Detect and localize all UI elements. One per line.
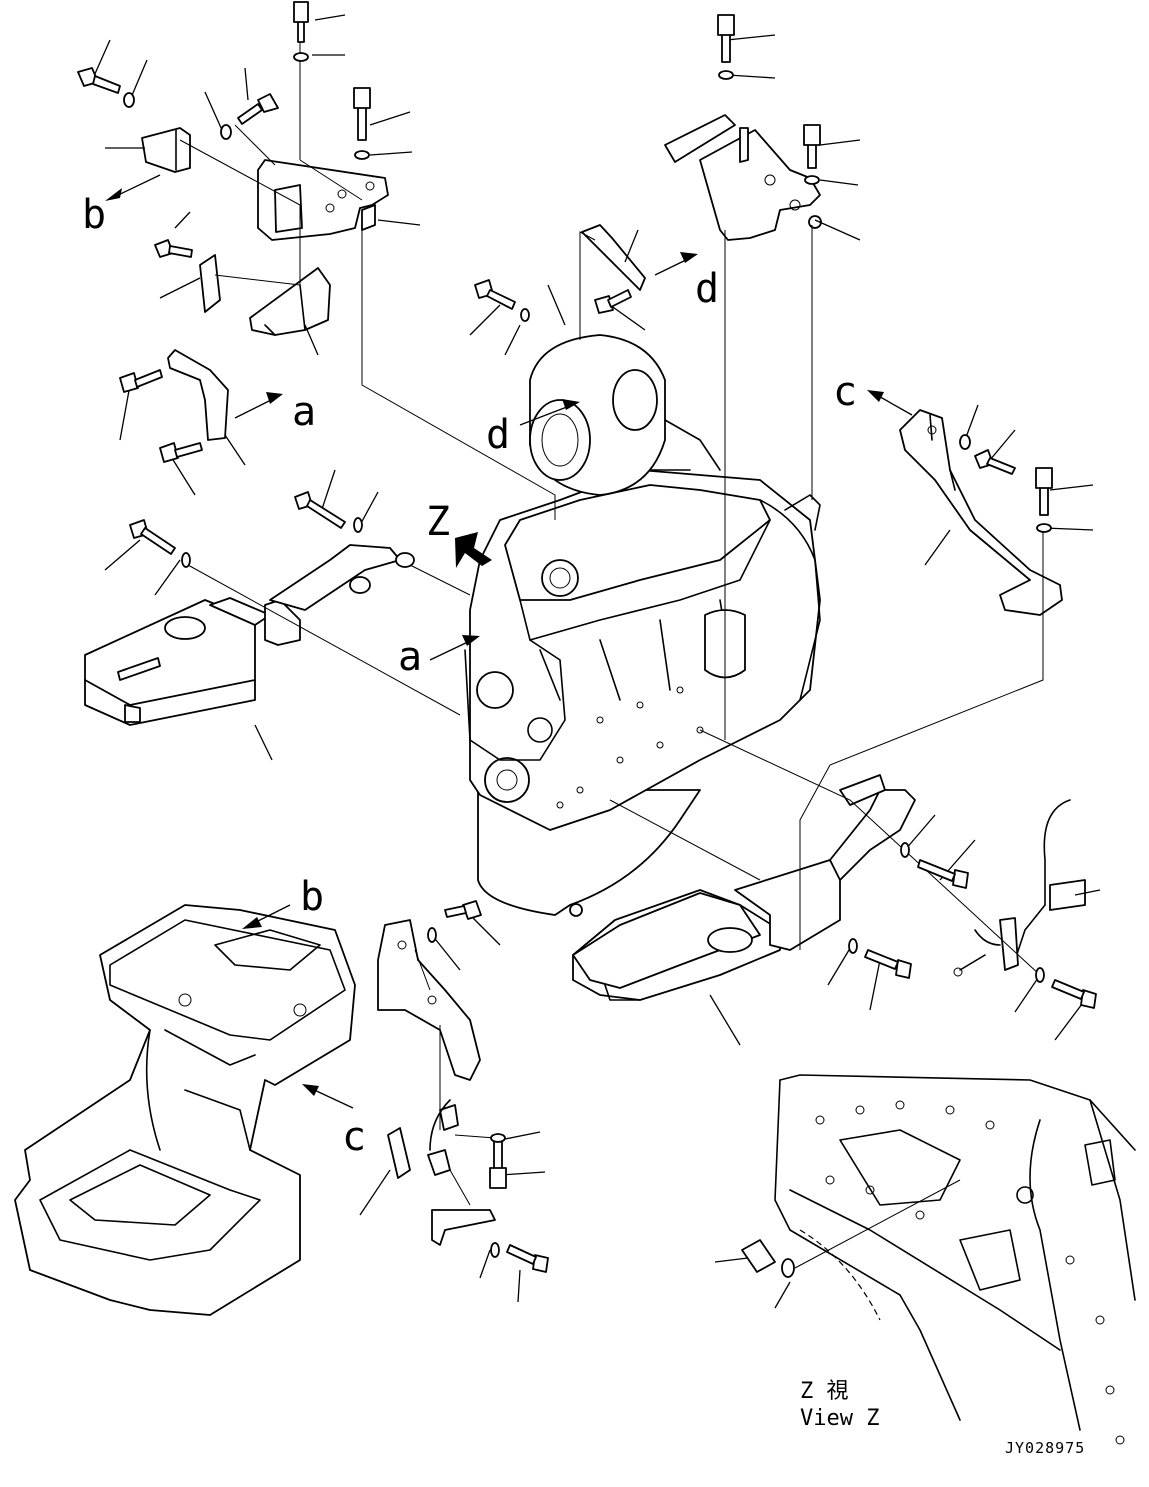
label-b-lower: b xyxy=(300,874,324,920)
label-d-upper: d xyxy=(695,266,719,312)
label-a-lower: a xyxy=(398,634,422,680)
bracket-icon xyxy=(953,799,1086,977)
bracket-icon xyxy=(581,114,822,291)
label-c-upper: c xyxy=(833,369,857,415)
view-z-title-en: View Z xyxy=(800,1406,879,1431)
view-z-title-jp: Z 視 xyxy=(800,1379,849,1404)
engine-icon xyxy=(464,334,821,917)
label-z-marker: Z xyxy=(426,499,450,545)
arrow-icon xyxy=(105,174,913,1109)
leader-lines xyxy=(89,14,1101,1309)
label-c-lower: c xyxy=(342,1114,366,1160)
drawing-number: JY028975 xyxy=(1005,1439,1085,1457)
bolt-icon xyxy=(293,1,1053,1189)
bracket-icon xyxy=(141,127,389,441)
label-a-upper: a xyxy=(292,389,316,435)
bracket-icon xyxy=(84,544,415,726)
label-b-upper: b xyxy=(82,192,106,238)
washer-icon xyxy=(123,52,1052,1258)
bracket-icon xyxy=(899,409,1063,616)
fasteners xyxy=(77,1,1097,1273)
bracket-icon xyxy=(572,774,916,1001)
label-d-lower: d xyxy=(486,412,510,458)
bolt-icon xyxy=(77,67,1097,1273)
bracket-icon xyxy=(14,904,356,1316)
bracket-icon xyxy=(377,919,496,1246)
view-z-inset xyxy=(741,1074,1136,1445)
